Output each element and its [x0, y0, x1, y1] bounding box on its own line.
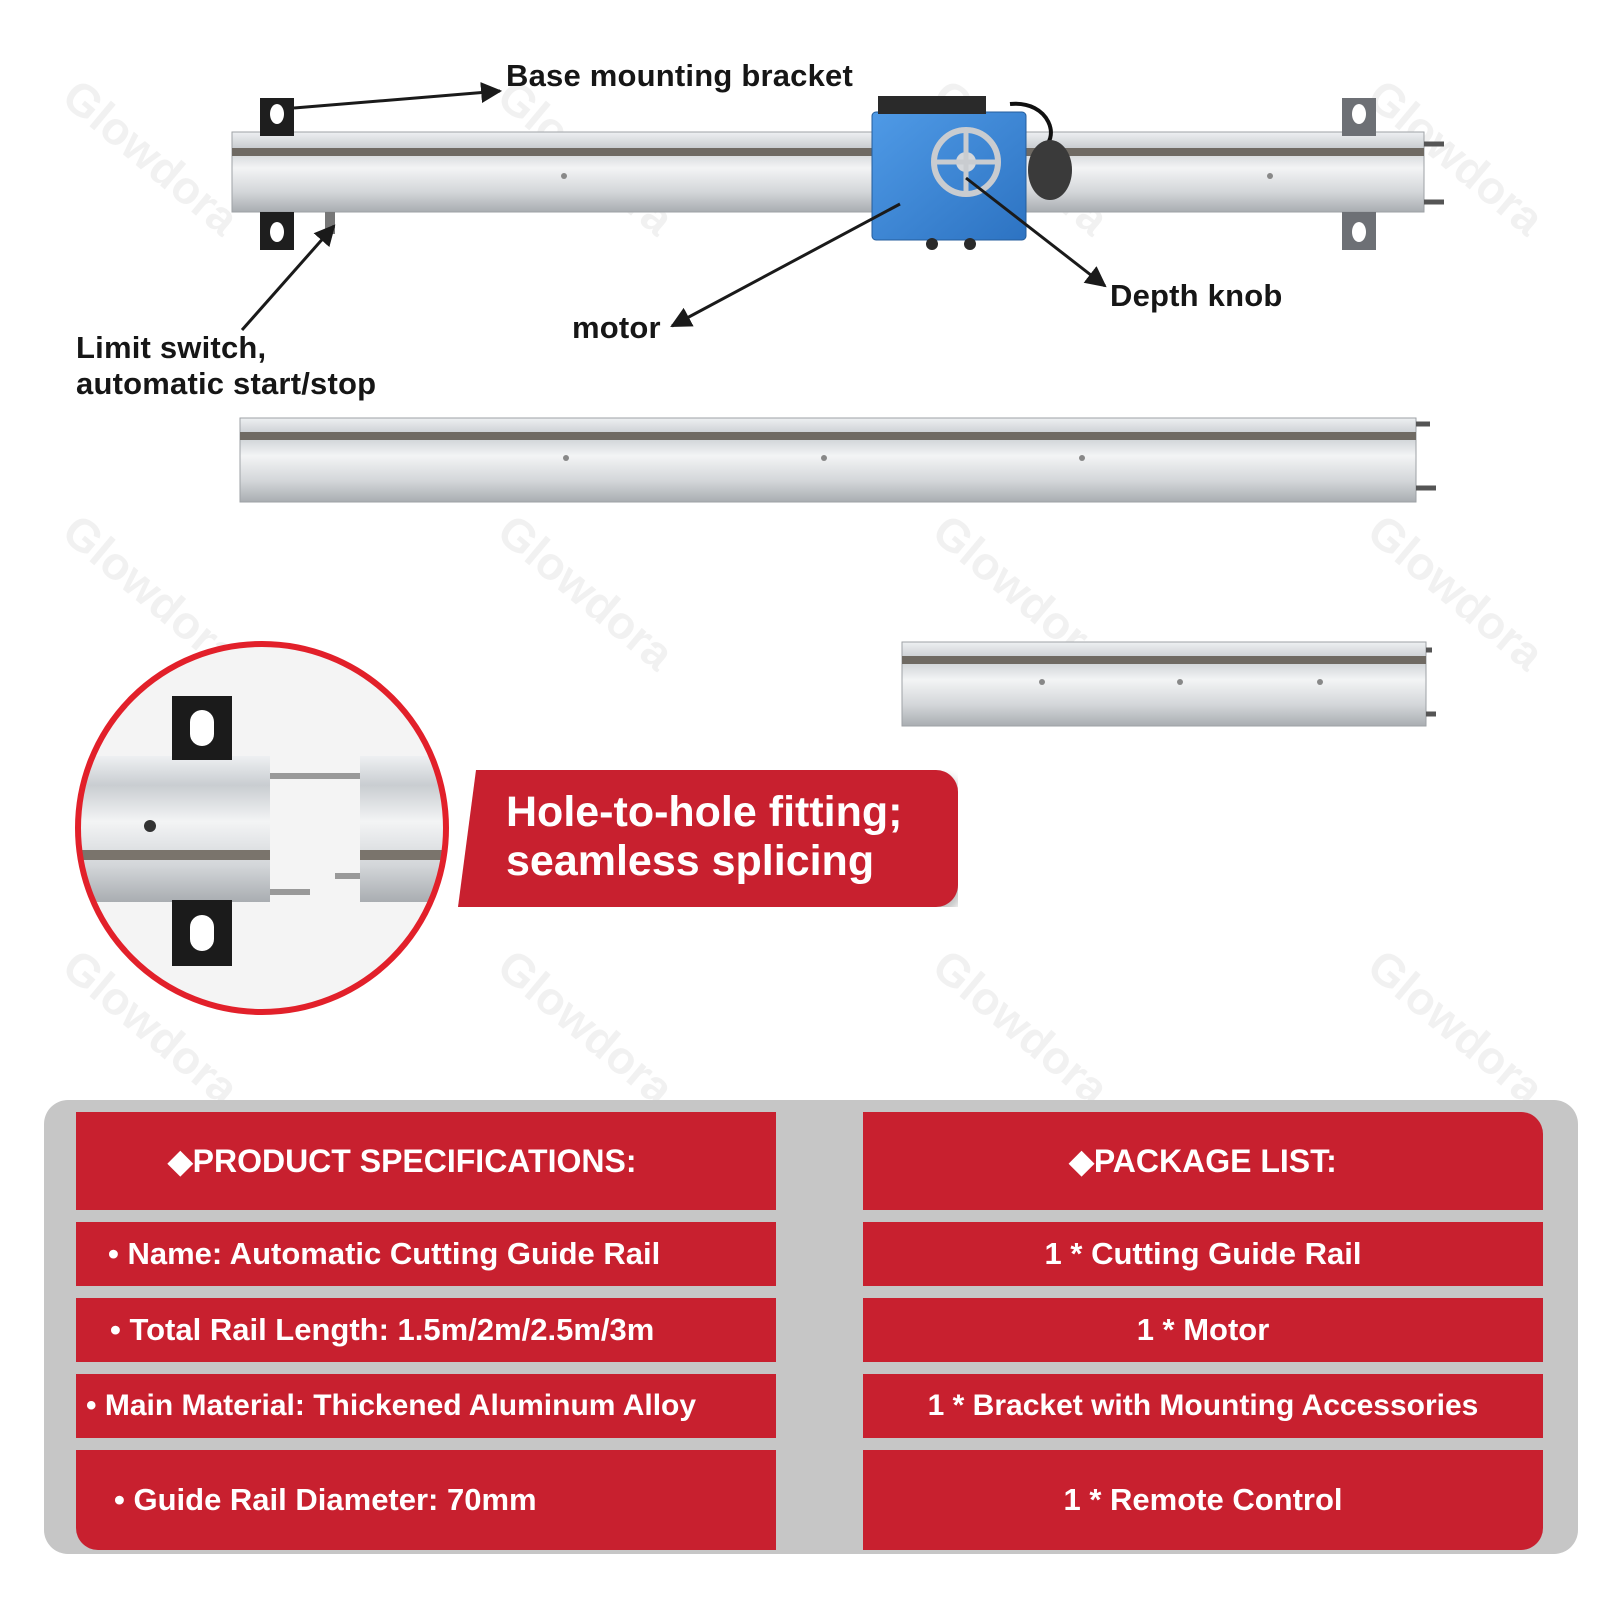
specs-header: ◆PRODUCT SPECIFICATIONS:	[76, 1112, 776, 1210]
banner-line2: seamless splicing	[506, 837, 875, 885]
spec-item: • Main Material: Thickened Aluminum Allo…	[76, 1374, 776, 1438]
package-item: 1 * Cutting Guide Rail	[863, 1222, 1543, 1286]
spec-item: • Total Rail Length: 1.5m/2m/2.5m/3m	[76, 1298, 776, 1362]
package-item: 1 * Bracket with Mounting Accessories	[863, 1374, 1543, 1438]
base-bracket-label: Base mounting bracket	[506, 58, 854, 93]
splicing-banner: Hole-to-hole fitting; seamless splicing	[458, 770, 958, 907]
motor-label: motor	[572, 310, 661, 345]
depth-knob-icon	[931, 127, 1001, 197]
banner-line1: Hole-to-hole fitting;	[506, 788, 903, 836]
limit-switch-label-line1: Limit switch,	[76, 330, 267, 365]
package-item: 1 * Remote Control	[863, 1450, 1543, 1550]
main-rail	[231, 131, 1444, 213]
callout-arrows	[240, 82, 1107, 331]
limit-switch-icon	[325, 212, 335, 234]
info-panel: ◆PRODUCT SPECIFICATIONS: • Name: Automat…	[44, 1100, 1578, 1554]
spec-item: • Name: Automatic Cutting Guide Rail	[76, 1222, 776, 1286]
extension-rail-long	[239, 417, 1436, 503]
banner-text: Hole-to-hole fitting; seamless splicing	[506, 788, 902, 886]
product-illustration	[75, 82, 1444, 1015]
extension-rail-short	[901, 641, 1436, 727]
limit-switch-label-line2: automatic start/stop	[76, 366, 377, 401]
package-header: ◆PACKAGE LIST:	[863, 1112, 1543, 1210]
spec-item: • Guide Rail Diameter: 70mm	[76, 1450, 776, 1550]
splice-detail-circle	[75, 641, 449, 1015]
package-item: 1 * Motor	[863, 1298, 1543, 1362]
depth-knob-label: Depth knob	[1110, 278, 1283, 313]
base-bracket-icon	[260, 98, 1376, 250]
motor-icon	[871, 96, 1072, 250]
